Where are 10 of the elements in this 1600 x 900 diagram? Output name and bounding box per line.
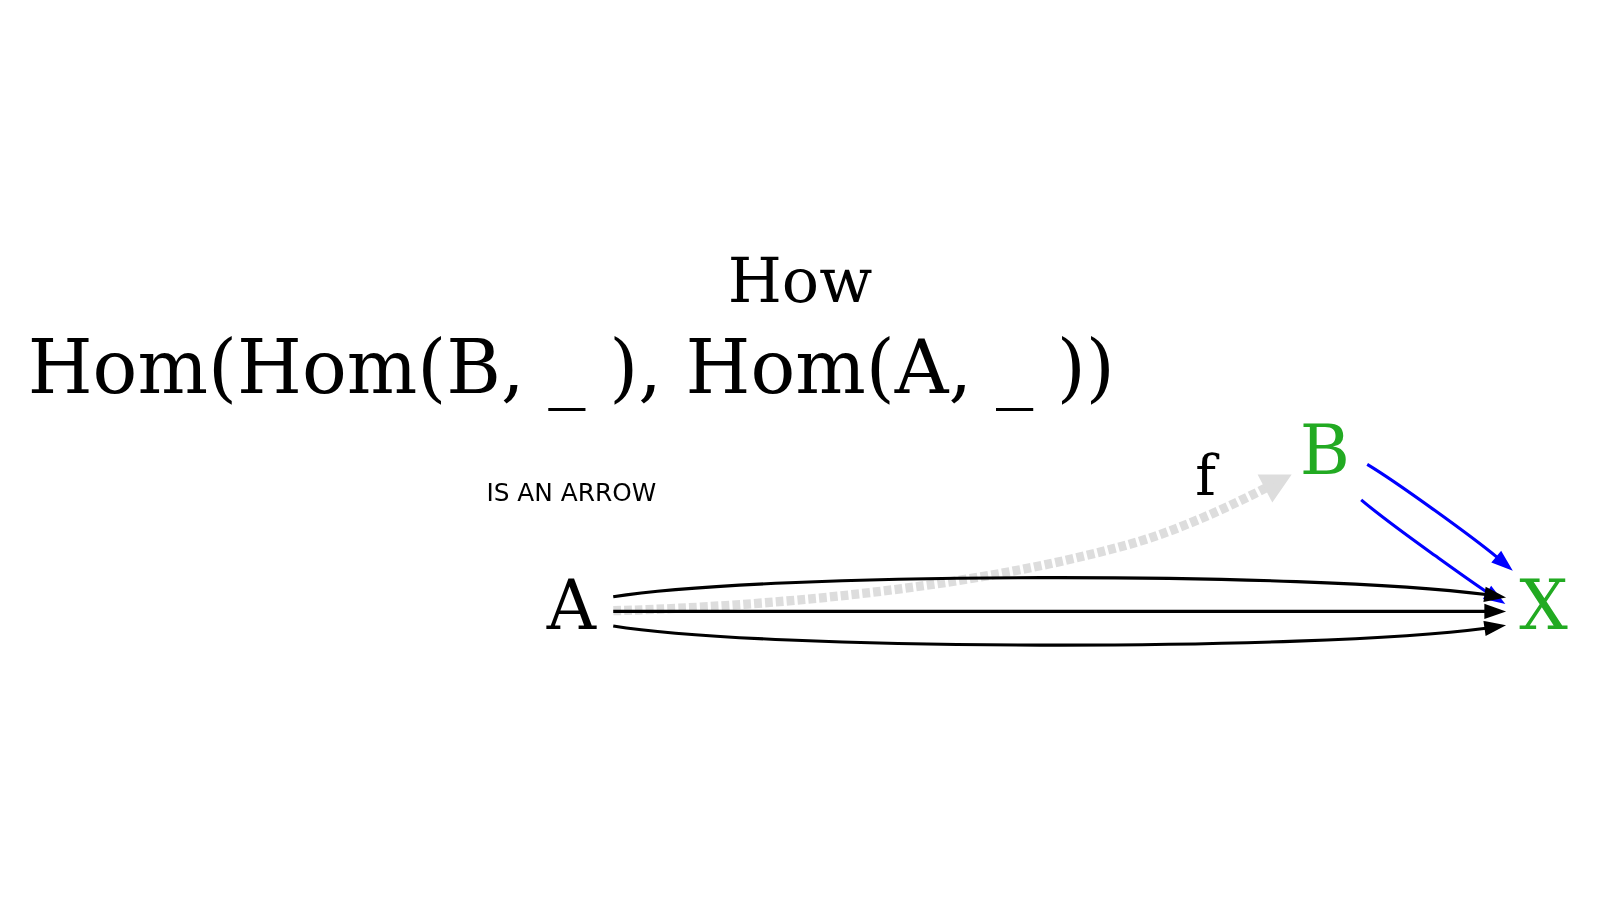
label: IS AN ARROW bbox=[486, 477, 657, 507]
node-text: B bbox=[1299, 410, 1350, 490]
arrow bbox=[613, 620, 1507, 647]
arrow bbox=[613, 473, 1292, 615]
diagram-title: How bbox=[727, 243, 873, 317]
arrow bbox=[1366, 462, 1513, 571]
arrow bbox=[613, 603, 1507, 619]
label: Hom(Hom(B, _ ), Hom(A, _ )) bbox=[27, 323, 1115, 411]
node-text: X bbox=[1519, 565, 1568, 645]
node-text: A bbox=[546, 565, 596, 645]
